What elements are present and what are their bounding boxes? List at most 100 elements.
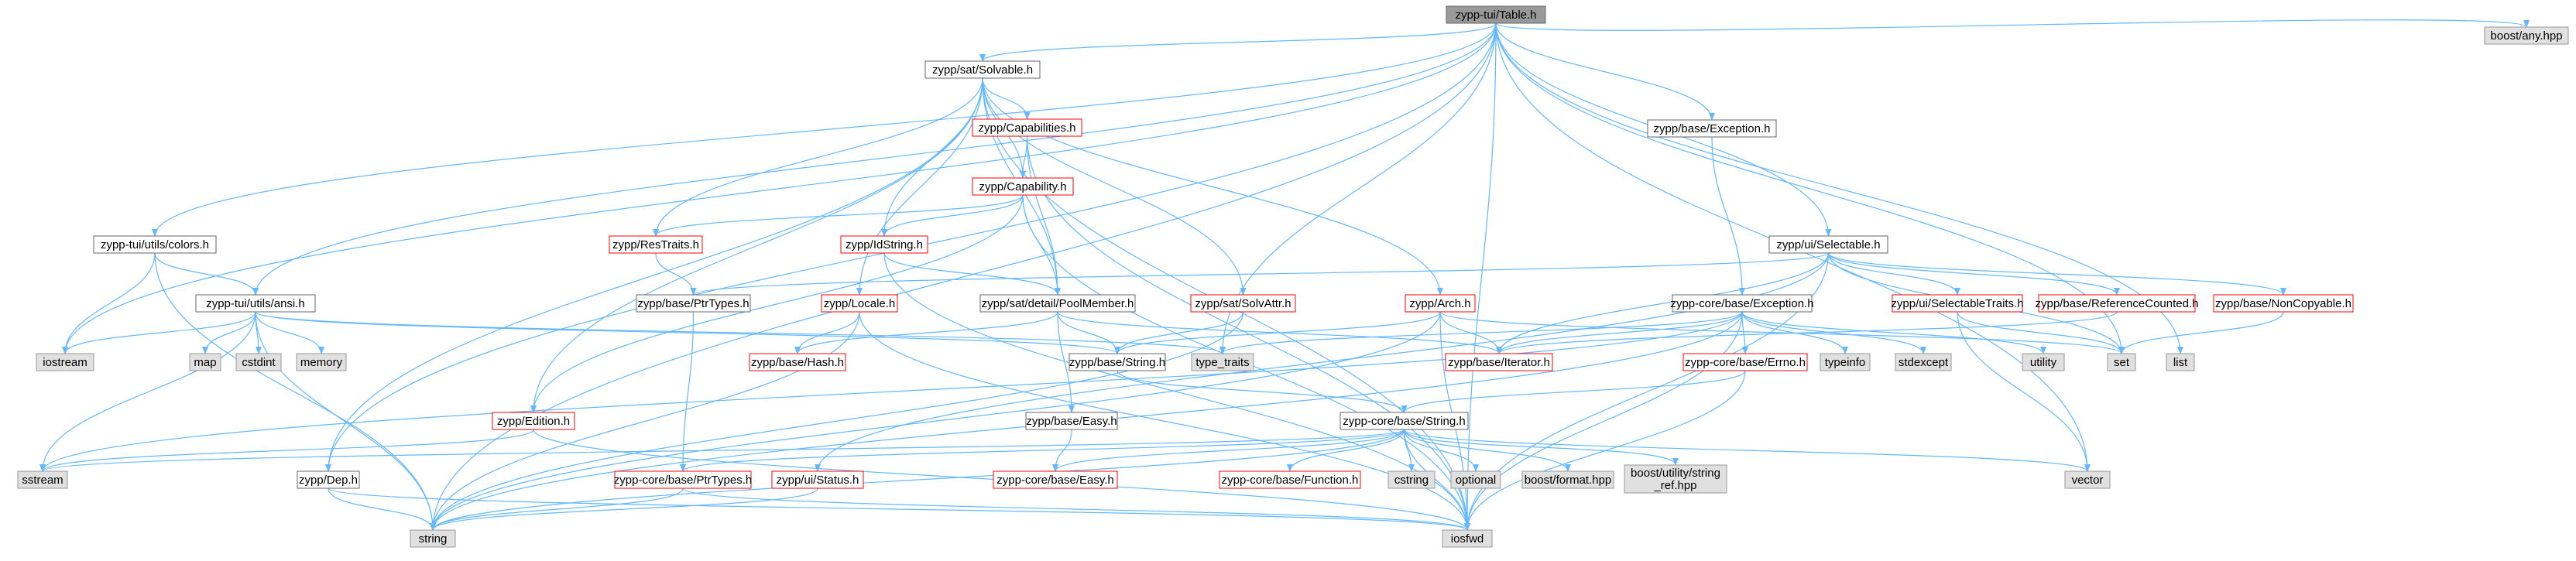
edge-refcounted_h-to-iterator_h bbox=[1496, 311, 2118, 354]
node-box bbox=[636, 294, 751, 313]
node-box bbox=[1445, 353, 1553, 371]
node-label: zypp-core/base/Easy.h bbox=[996, 474, 1113, 487]
edge-core_ptrtypes_h-to-string bbox=[430, 487, 684, 531]
node-box bbox=[93, 235, 217, 254]
node-box bbox=[972, 177, 1074, 196]
node-label: zypp-core/base/PtrTypes.h bbox=[614, 474, 752, 487]
edge-poolmember_h-to-easy_h bbox=[1057, 311, 1075, 413]
node-iterator-h[interactable]: zypp/base/Iterator.h bbox=[1445, 353, 1553, 371]
edge-core_exception_h-to-sstream bbox=[39, 311, 1743, 472]
edge-locale_h-to-iosfwd bbox=[859, 311, 1470, 531]
edge-selectable_h-to-refcounted_h bbox=[1827, 252, 2120, 296]
edge-core_exception_h-to-type_traits bbox=[1219, 311, 1743, 354]
edge-ansi_h-to-memory bbox=[255, 311, 324, 354]
edge-base_string_h-to-core_string_h bbox=[1116, 370, 1408, 413]
edge-idstring_h-to-poolmember_h bbox=[883, 252, 1061, 296]
node-map: map bbox=[189, 353, 221, 371]
node-box bbox=[1521, 470, 1614, 489]
node-box bbox=[2022, 353, 2065, 371]
node-ansi-h[interactable]: zypp-tui/utils/ansi.h bbox=[195, 294, 316, 313]
node-selectabletraits-h[interactable]: zypp/ui/SelectableTraits.h bbox=[1891, 294, 2024, 313]
edge-arch_h-to-set bbox=[1439, 311, 2125, 354]
node-label: boost/utility/string bbox=[1631, 467, 1720, 480]
node-boost-string-ref: boost/utility/string_ref.hpp bbox=[1624, 464, 1727, 494]
node-iostream: iostream bbox=[36, 353, 94, 371]
node-core-exception-h[interactable]: zypp-core/base/Exception.h bbox=[1670, 294, 1814, 313]
node-status-h[interactable]: zypp/ui/Status.h bbox=[771, 470, 864, 489]
node-box bbox=[1025, 412, 1118, 430]
node-selectable-h[interactable]: zypp/ui/Selectable.h bbox=[1768, 235, 1888, 254]
edge-table_h-to-exception_h bbox=[1495, 22, 1715, 121]
node-table-h[interactable]: zypp-tui/Table.h bbox=[1446, 5, 1546, 24]
node-edition-h[interactable]: zypp/Edition.h bbox=[492, 412, 575, 430]
node-hash-h[interactable]: zypp/base/Hash.h bbox=[749, 353, 846, 371]
node-list: list bbox=[2166, 353, 2195, 371]
node-arch-h[interactable]: zypp/Arch.h bbox=[1405, 294, 1476, 313]
node-errno-h[interactable]: zypp-core/base/Errno.h bbox=[1682, 353, 1808, 371]
node-label: iostream bbox=[43, 356, 87, 369]
node-label: zypp/Locale.h bbox=[824, 297, 896, 310]
edge-solvattr_h-to-base_string_h bbox=[1114, 311, 1244, 354]
node-box bbox=[296, 353, 347, 371]
node-poolmember-h[interactable]: zypp/sat/detail/PoolMember.h bbox=[979, 294, 1136, 313]
edge-solvable_h-to-locale_h bbox=[856, 77, 983, 296]
node-capability-h[interactable]: zypp/Capability.h bbox=[972, 177, 1074, 196]
node-box bbox=[1339, 412, 1469, 430]
node-label: map bbox=[194, 356, 216, 369]
node-label: zypp/Dep.h bbox=[299, 474, 358, 487]
node-label: zypp-core/base/String.h bbox=[1343, 415, 1465, 428]
node-colors-h[interactable]: zypp-tui/utils/colors.h bbox=[93, 235, 217, 254]
edge-core_string_h-to-boost_string_ref bbox=[1403, 429, 1679, 466]
node-base-string-h[interactable]: zypp/base/String.h bbox=[1068, 353, 1166, 371]
node-locale-h[interactable]: zypp/Locale.h bbox=[821, 294, 898, 313]
node-idstring-h[interactable]: zypp/IdString.h bbox=[840, 235, 928, 254]
node-label: stdexcept bbox=[1899, 356, 1949, 369]
node-box bbox=[993, 470, 1118, 489]
node-refcounted-h[interactable]: zypp/base/ReferenceCounted.h bbox=[2036, 294, 2199, 313]
node-label: zypp/ResTraits.h bbox=[612, 238, 699, 251]
node-restraits-h[interactable]: zypp/ResTraits.h bbox=[609, 235, 703, 254]
node-label: zypp/base/String.h bbox=[1069, 356, 1165, 369]
node-label: string bbox=[419, 532, 448, 546]
node-ptrtypes-h[interactable]: zypp/base/PtrTypes.h bbox=[636, 294, 751, 313]
node-core-easy-h[interactable]: zypp-core/base/Easy.h bbox=[993, 470, 1118, 489]
node-box bbox=[2107, 353, 2136, 371]
edge-colors_h-to-string bbox=[154, 252, 436, 531]
node-box bbox=[2038, 294, 2196, 313]
edge-solvable_h-to-edition_h bbox=[530, 77, 983, 413]
node-label: zypp/base/Iterator.h bbox=[1448, 356, 1550, 369]
edge-ansi_h-to-iostream bbox=[62, 311, 256, 354]
node-exception-h[interactable]: zypp/base/Exception.h bbox=[1647, 119, 1777, 138]
node-capabilities-h[interactable]: zypp/Capabilities.h bbox=[972, 118, 1082, 137]
node-dep-h[interactable]: zypp/Dep.h bbox=[297, 470, 360, 489]
node-memory: memory bbox=[296, 353, 347, 371]
node-core-string-h[interactable]: zypp-core/base/String.h bbox=[1339, 412, 1469, 430]
node-boost-format: boost/format.hpp bbox=[1521, 470, 1614, 489]
node-solvattr-h[interactable]: zypp/sat/SolvAttr.h bbox=[1190, 294, 1296, 313]
node-label: zypp-tui/utils/ansi.h bbox=[206, 297, 305, 310]
edge-edition_h-to-sstream bbox=[39, 429, 534, 472]
node-box bbox=[1820, 353, 1871, 371]
node-label: sstream bbox=[22, 474, 63, 487]
node-easy-h[interactable]: zypp/base/Easy.h bbox=[1025, 412, 1118, 430]
edge-noncopyable_h-to-set bbox=[2118, 311, 2284, 354]
edge-core_string_h-to-boost_format bbox=[1403, 429, 1571, 472]
edge-idstring_h-to-iosfwd bbox=[883, 252, 1470, 531]
node-function-h[interactable]: zypp-core/base/Function.h bbox=[1219, 470, 1361, 489]
node-label: optional bbox=[1456, 474, 1497, 487]
node-label: zypp/IdString.h bbox=[846, 238, 923, 251]
node-box bbox=[297, 470, 360, 489]
node-box bbox=[410, 529, 456, 548]
node-cstdint: cstdint bbox=[235, 353, 282, 371]
edge-selectable_h-to-ptrtypes_h bbox=[690, 252, 1830, 296]
node-solvable-h[interactable]: zypp/sat/Solvable.h bbox=[924, 60, 1041, 79]
edge-core_string_h-to-function_h bbox=[1287, 429, 1405, 472]
node-noncopyable-h[interactable]: zypp/base/NonCopyable.h bbox=[2213, 294, 2354, 313]
edge-selectable_h-to-selectabletraits_h bbox=[1827, 252, 1960, 296]
edge-ansi_h-to-string bbox=[255, 311, 436, 531]
node-box bbox=[924, 60, 1041, 79]
edge-core_exception_h-to-stdexcept bbox=[1741, 311, 1926, 354]
nodes-layer: zypp-tui/Table.h zypp/sat/Solvable.h zypp/… bbox=[17, 5, 2569, 548]
node-core-ptrtypes-h[interactable]: zypp-core/base/PtrTypes.h bbox=[614, 470, 752, 489]
node-label: zypp-tui/Table.h bbox=[1455, 9, 1536, 22]
